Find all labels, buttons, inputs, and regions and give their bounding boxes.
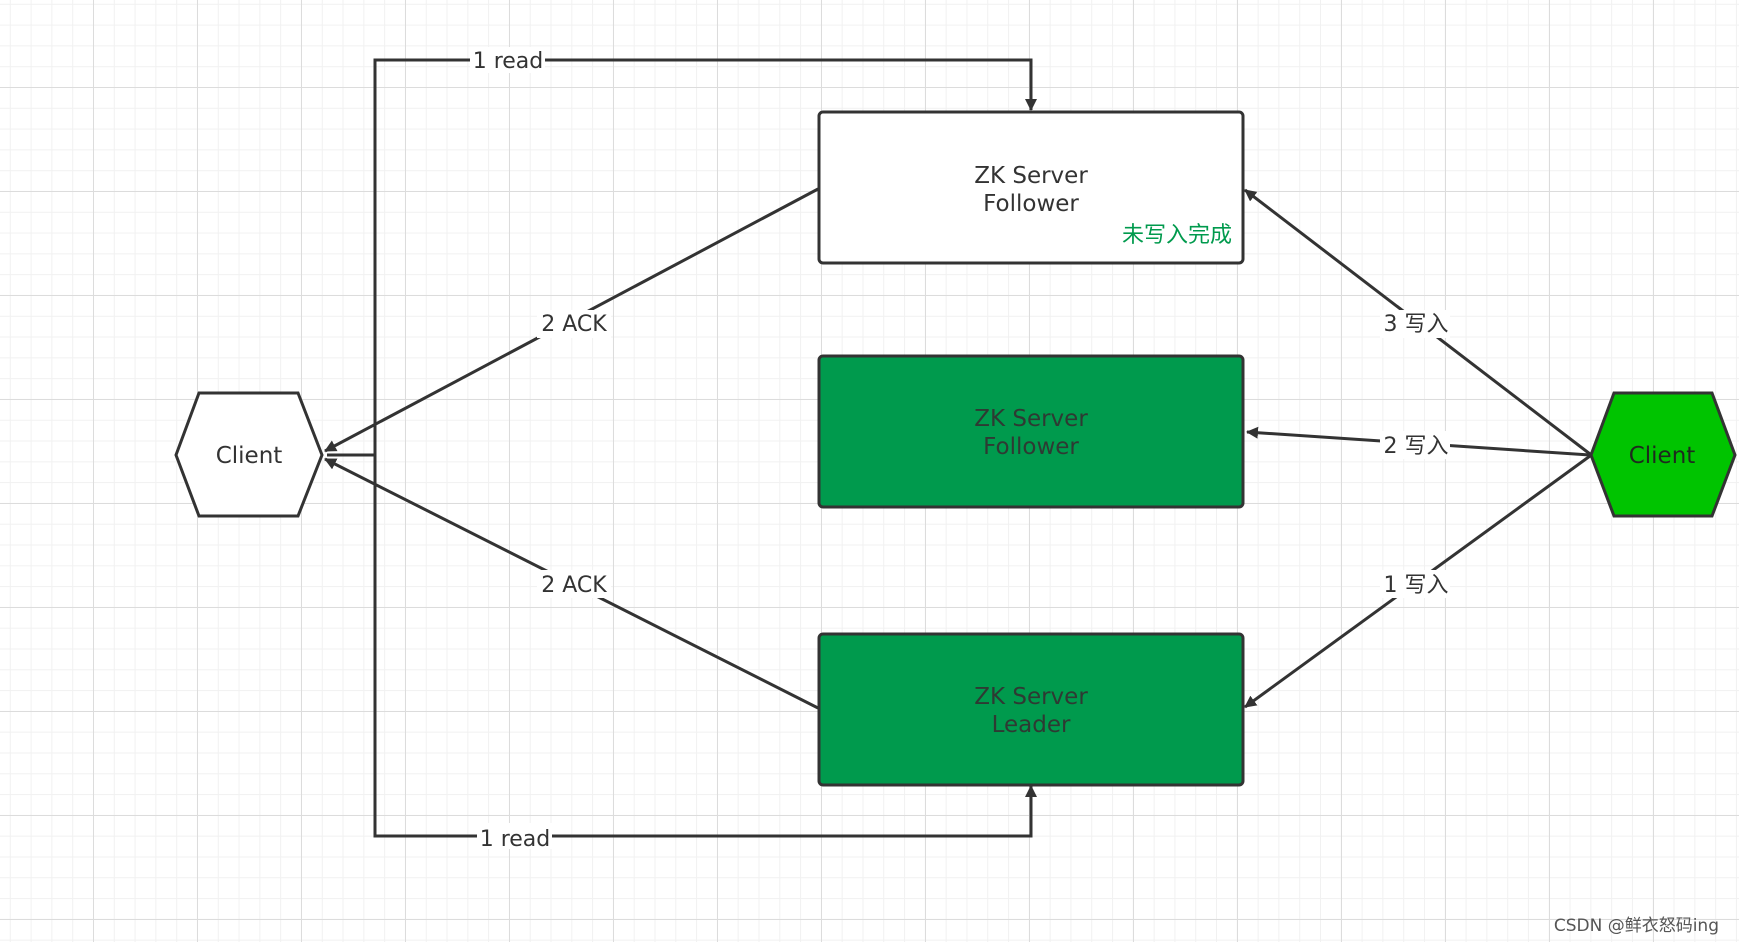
edge-read-bottom[interactable] — [373, 455, 1037, 838]
node-client-left[interactable]: Client — [174, 391, 324, 518]
node-client-right[interactable]: Client — [1589, 391, 1737, 518]
client-right-label: Client — [1629, 443, 1696, 469]
watermark: CSDN @鲜衣怒码ing — [1553, 916, 1719, 936]
label-write-3: 3 写入 — [1384, 312, 1449, 337]
leader-title: ZK Server — [974, 684, 1088, 710]
follower-mid-role: Follower — [983, 434, 1079, 460]
follower-top-note: 未写入完成 — [1122, 223, 1232, 248]
follower-mid-title: ZK Server — [974, 406, 1088, 432]
edge-read-top[interactable] — [373, 58, 1037, 455]
label-ack-bottom: 2 ACK — [541, 573, 607, 598]
client-left-hexagon — [174, 391, 324, 518]
label-ack-top: 2 ACK — [541, 312, 607, 337]
follower-top-title: ZK Server — [974, 163, 1088, 189]
node-leader[interactable]: ZK Server Leader — [817, 632, 1245, 787]
leader-role: Leader — [992, 712, 1071, 738]
client-left-label: Client — [216, 443, 283, 469]
follower-top-box — [817, 110, 1245, 265]
leader-box — [817, 632, 1245, 787]
client-right-hexagon — [1589, 391, 1737, 518]
node-follower-top[interactable]: ZK Server Follower 未写入完成 — [817, 110, 1245, 265]
label-read-bottom: 1 read — [480, 827, 551, 852]
node-follower-mid[interactable]: ZK Server Follower — [817, 354, 1245, 509]
follower-top-role: Follower — [983, 191, 1079, 217]
label-write-2: 2 写入 — [1384, 434, 1449, 459]
edge-labels: 1 read 1 read 2 ACK 2 ACK 3 写入 2 写入 1 写入 — [470, 47, 1450, 852]
label-read-top: 1 read — [473, 49, 544, 74]
follower-mid-box — [817, 354, 1245, 509]
label-write-1: 1 写入 — [1384, 573, 1449, 598]
